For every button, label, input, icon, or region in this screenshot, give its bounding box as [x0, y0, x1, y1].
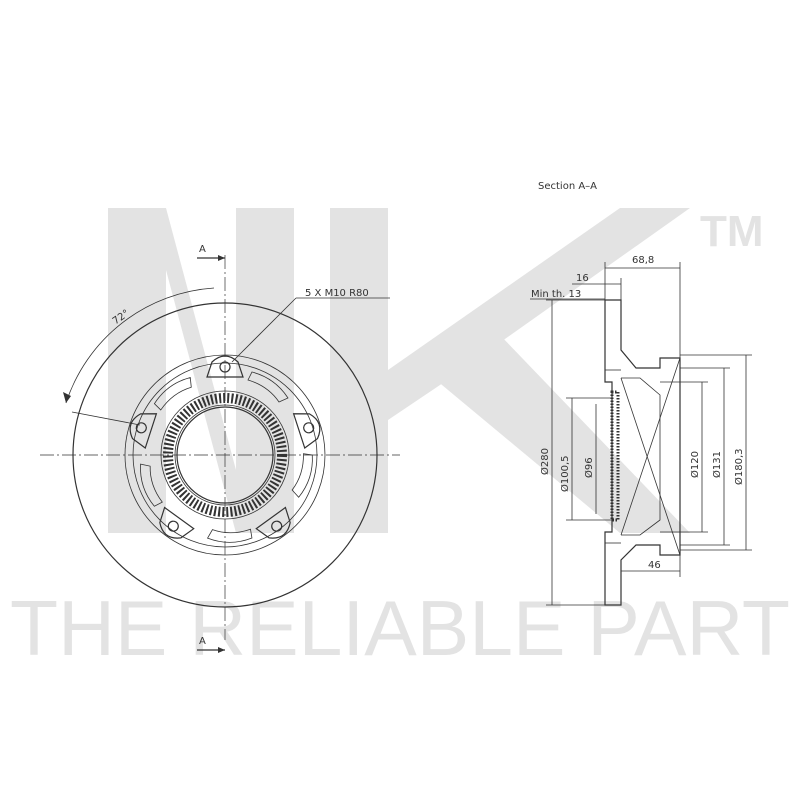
section-tone-ring — [610, 390, 620, 522]
disc-outer-edge — [72, 302, 378, 608]
hat-inner-circle — [132, 362, 318, 548]
dim-inner-bore: Ø96 — [583, 457, 595, 478]
slogan-text: THE RELIABLE PART — [10, 584, 790, 672]
section-marker-top-arrow — [218, 255, 225, 261]
section-outline — [604, 299, 681, 606]
dim-min-thickness: Min th. 13 — [531, 289, 581, 300]
dim-hat-inner: Ø120 — [689, 451, 701, 478]
section-marker-top-label: A — [199, 244, 206, 255]
front-view: 72° 5 X M10 R80 A A — [40, 244, 400, 653]
trademark-text: TM — [700, 207, 764, 256]
dim-outer-diameter: Ø280 — [539, 448, 551, 475]
dim-hat-depth: 46 — [648, 560, 661, 571]
section-title: Section A–A — [538, 181, 597, 192]
dim-thickness: 16 — [576, 273, 589, 284]
bolt-holes — [135, 361, 315, 532]
hat-diagonal-b — [620, 357, 681, 536]
hat-diagonal-a — [620, 377, 681, 556]
dim-overall-height: 68,8 — [632, 255, 654, 266]
angle-extension-line — [71, 411, 141, 426]
section-view: Section A–A 68,8 16 Min th. 13 Ø280 Ø100… — [530, 181, 752, 606]
hub-lobes — [129, 355, 321, 539]
angle-arrow — [63, 392, 71, 403]
tone-ring-teeth — [163, 393, 287, 517]
tone-ring-outer — [160, 390, 290, 520]
hat-inner-wall — [621, 377, 661, 536]
tone-ring-inner — [174, 404, 276, 506]
bolt-hole — [271, 520, 283, 532]
bolt-leader-line — [231, 297, 297, 363]
nk-logo — [108, 208, 690, 533]
dim-hat-max: Ø180,3 — [733, 449, 745, 486]
bolt-hole — [219, 361, 231, 373]
bolt-hole — [303, 422, 315, 434]
angle-arc — [65, 287, 215, 404]
dim-hat-outer: Ø131 — [711, 451, 723, 478]
bolt-hole — [167, 520, 179, 532]
hat-outer-circle — [124, 354, 326, 556]
dim-center-bore: Ø100,5 — [559, 456, 571, 493]
bolt-hole — [135, 422, 147, 434]
hub-slots — [140, 371, 313, 543]
bolt-spec-label: 5 X M10 R80 — [305, 288, 369, 299]
center-bore — [176, 406, 274, 504]
section-marker-bottom-arrow — [218, 647, 225, 653]
section-marker-bottom-label: A — [199, 636, 206, 647]
nk-watermark: TM THE RELIABLE PART — [10, 207, 790, 672]
